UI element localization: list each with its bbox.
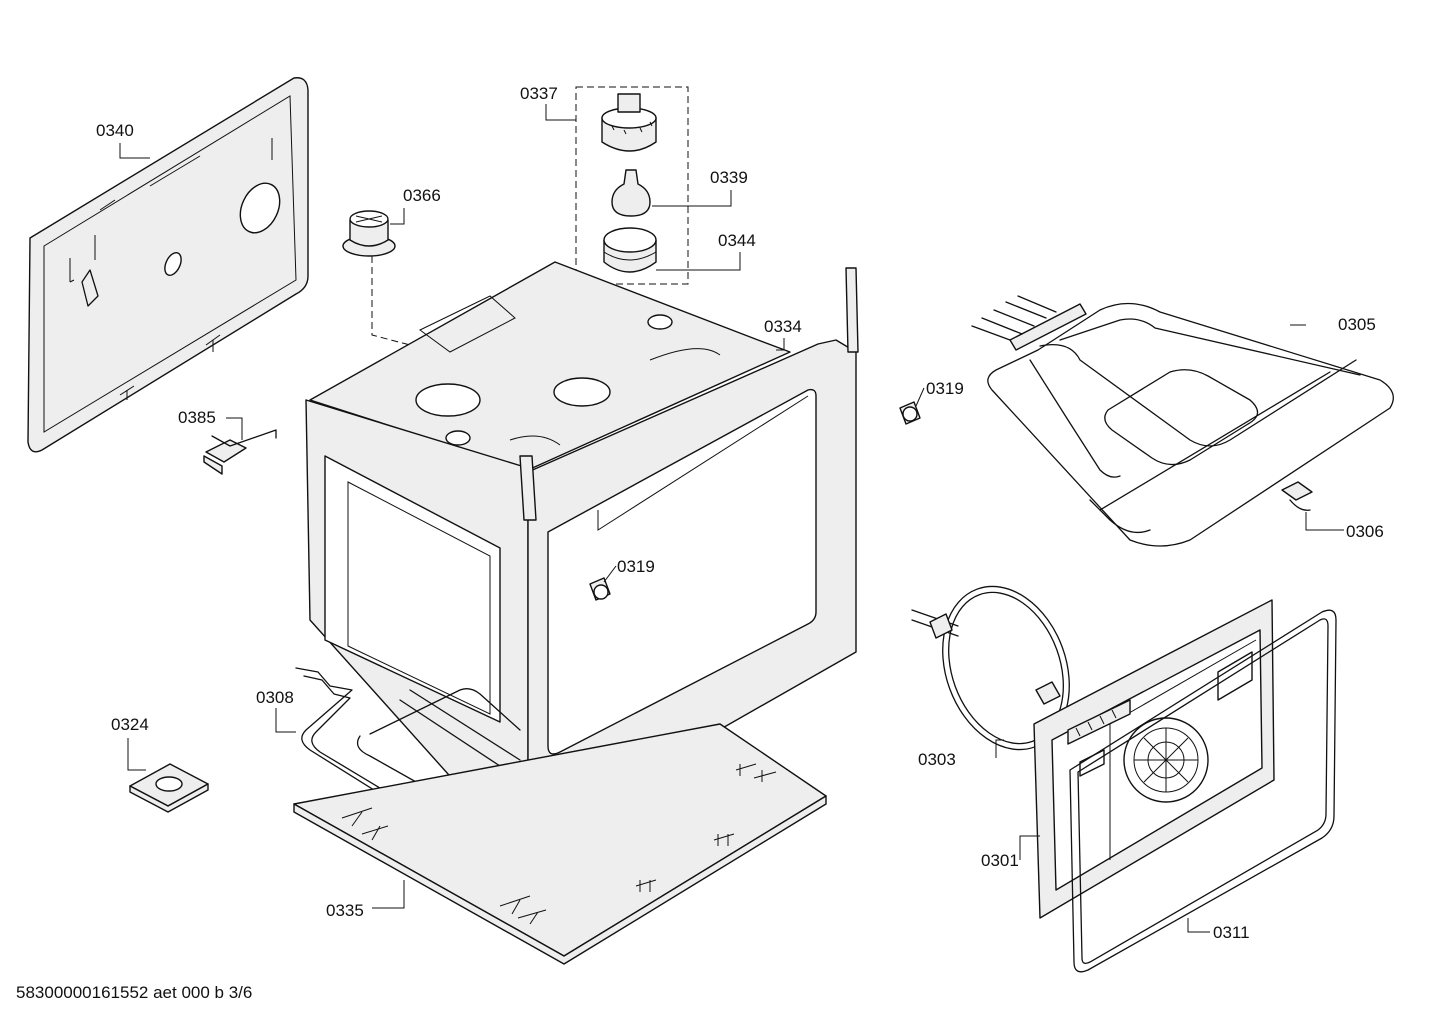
grill-heating-element-part-0305 (971, 295, 1394, 547)
pad-part-0324 (129, 763, 209, 813)
label-0308: 0308 (256, 688, 294, 707)
lamp-fitting-part-0366 (342, 210, 396, 257)
label-0366: 0366 (403, 186, 441, 205)
label-0303: 0303 (918, 750, 956, 769)
label-0311: 0311 (1213, 923, 1250, 942)
label-0319-lower: 0319 (617, 557, 655, 576)
label-0305: 0305 (1338, 315, 1376, 334)
bottom-plate-part-0335 (293, 723, 827, 965)
lamp-holder-part-0337 (601, 93, 657, 152)
label-0324: 0324 (111, 715, 149, 734)
clip-part-0306 (1281, 481, 1313, 511)
label-0344: 0344 (718, 231, 756, 250)
assembly-axis-lamp-fitting (371, 256, 449, 356)
label-0334: 0334 (764, 317, 802, 336)
drawing-reference-footer: 58300000161552 aet 000 b 3/6 (16, 983, 252, 1002)
label-0339: 0339 (710, 168, 748, 187)
label-0335: 0335 (326, 901, 364, 920)
lamp-bulb-part-0339 (611, 169, 651, 217)
label-0340: 0340 (96, 121, 134, 140)
label-0306: 0306 (1346, 522, 1384, 541)
door-seal-part-0311 (1069, 609, 1337, 973)
label-0301: 0301 (981, 851, 1019, 870)
leader-lines (119, 104, 1344, 933)
bushing-part-0319-upper (899, 401, 921, 425)
oven-lamp-group (575, 86, 689, 285)
rear-wall-part-0301 (1033, 599, 1275, 919)
part-number-labels: 0340 0337 0339 0366 0344 0334 0305 0319 … (96, 84, 1384, 942)
oven-cavity-part-0334 (305, 261, 859, 839)
lamp-cover-part-0344 (603, 227, 657, 273)
label-0385: 0385 (178, 408, 216, 427)
bushing-part-0319-lower (589, 577, 611, 601)
switch-part-0385 (203, 429, 277, 475)
rear-cover-panel-part-0340 (27, 77, 309, 453)
label-0319-upper: 0319 (926, 379, 964, 398)
label-0337: 0337 (520, 84, 558, 103)
